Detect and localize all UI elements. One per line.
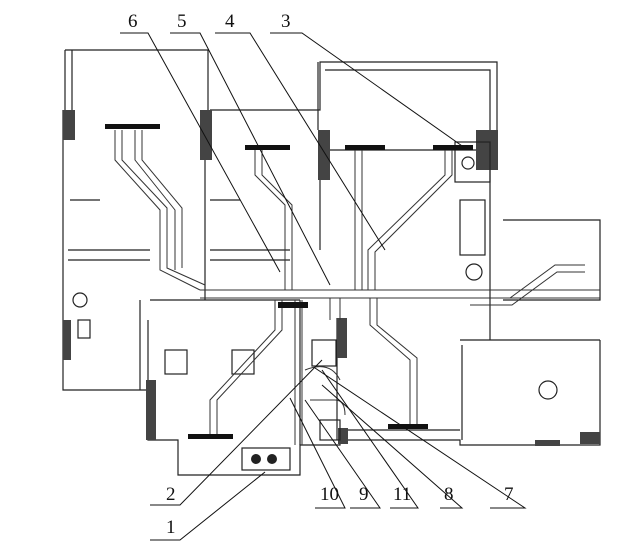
callout-2: 2 (166, 484, 176, 505)
callout-7: 7 (504, 484, 514, 505)
callout-3: 3 (281, 11, 291, 32)
callout-1: 1 (166, 517, 176, 538)
walls (62, 49, 601, 476)
callout-4: 4 (225, 11, 235, 32)
callout-9: 9 (359, 484, 369, 505)
callout-11: 11 (393, 484, 411, 505)
callout-8: 8 (444, 484, 454, 505)
callout-labels: 6 5 4 3 2 10 9 11 8 7 1 (128, 11, 514, 538)
ducts (105, 124, 600, 445)
callout-6: 6 (128, 11, 138, 32)
callout-leaders (120, 32, 527, 541)
callout-5: 5 (177, 11, 187, 32)
callout-10: 10 (320, 484, 339, 505)
